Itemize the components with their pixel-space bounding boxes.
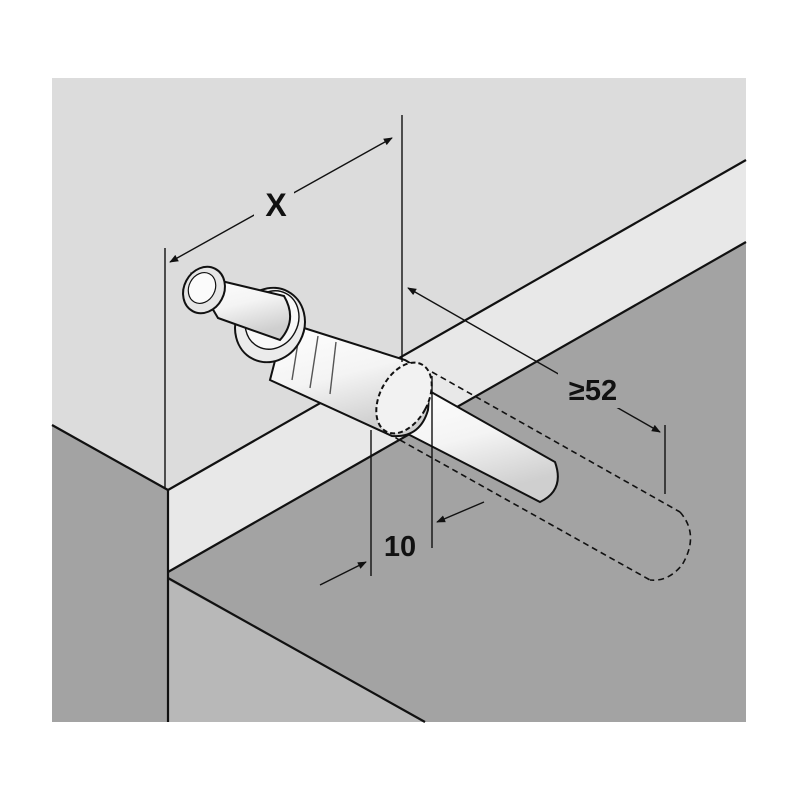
left-side-face <box>52 425 168 722</box>
width-dimension-label: 10 <box>384 531 416 563</box>
depth-dimension-label: ≥52 <box>569 375 617 407</box>
x-dimension-label: X <box>265 187 287 223</box>
width-label-bg <box>376 526 426 564</box>
x-label-bg <box>254 180 294 224</box>
plunger-tip-face <box>187 272 217 304</box>
depth-label-bg <box>558 368 628 408</box>
